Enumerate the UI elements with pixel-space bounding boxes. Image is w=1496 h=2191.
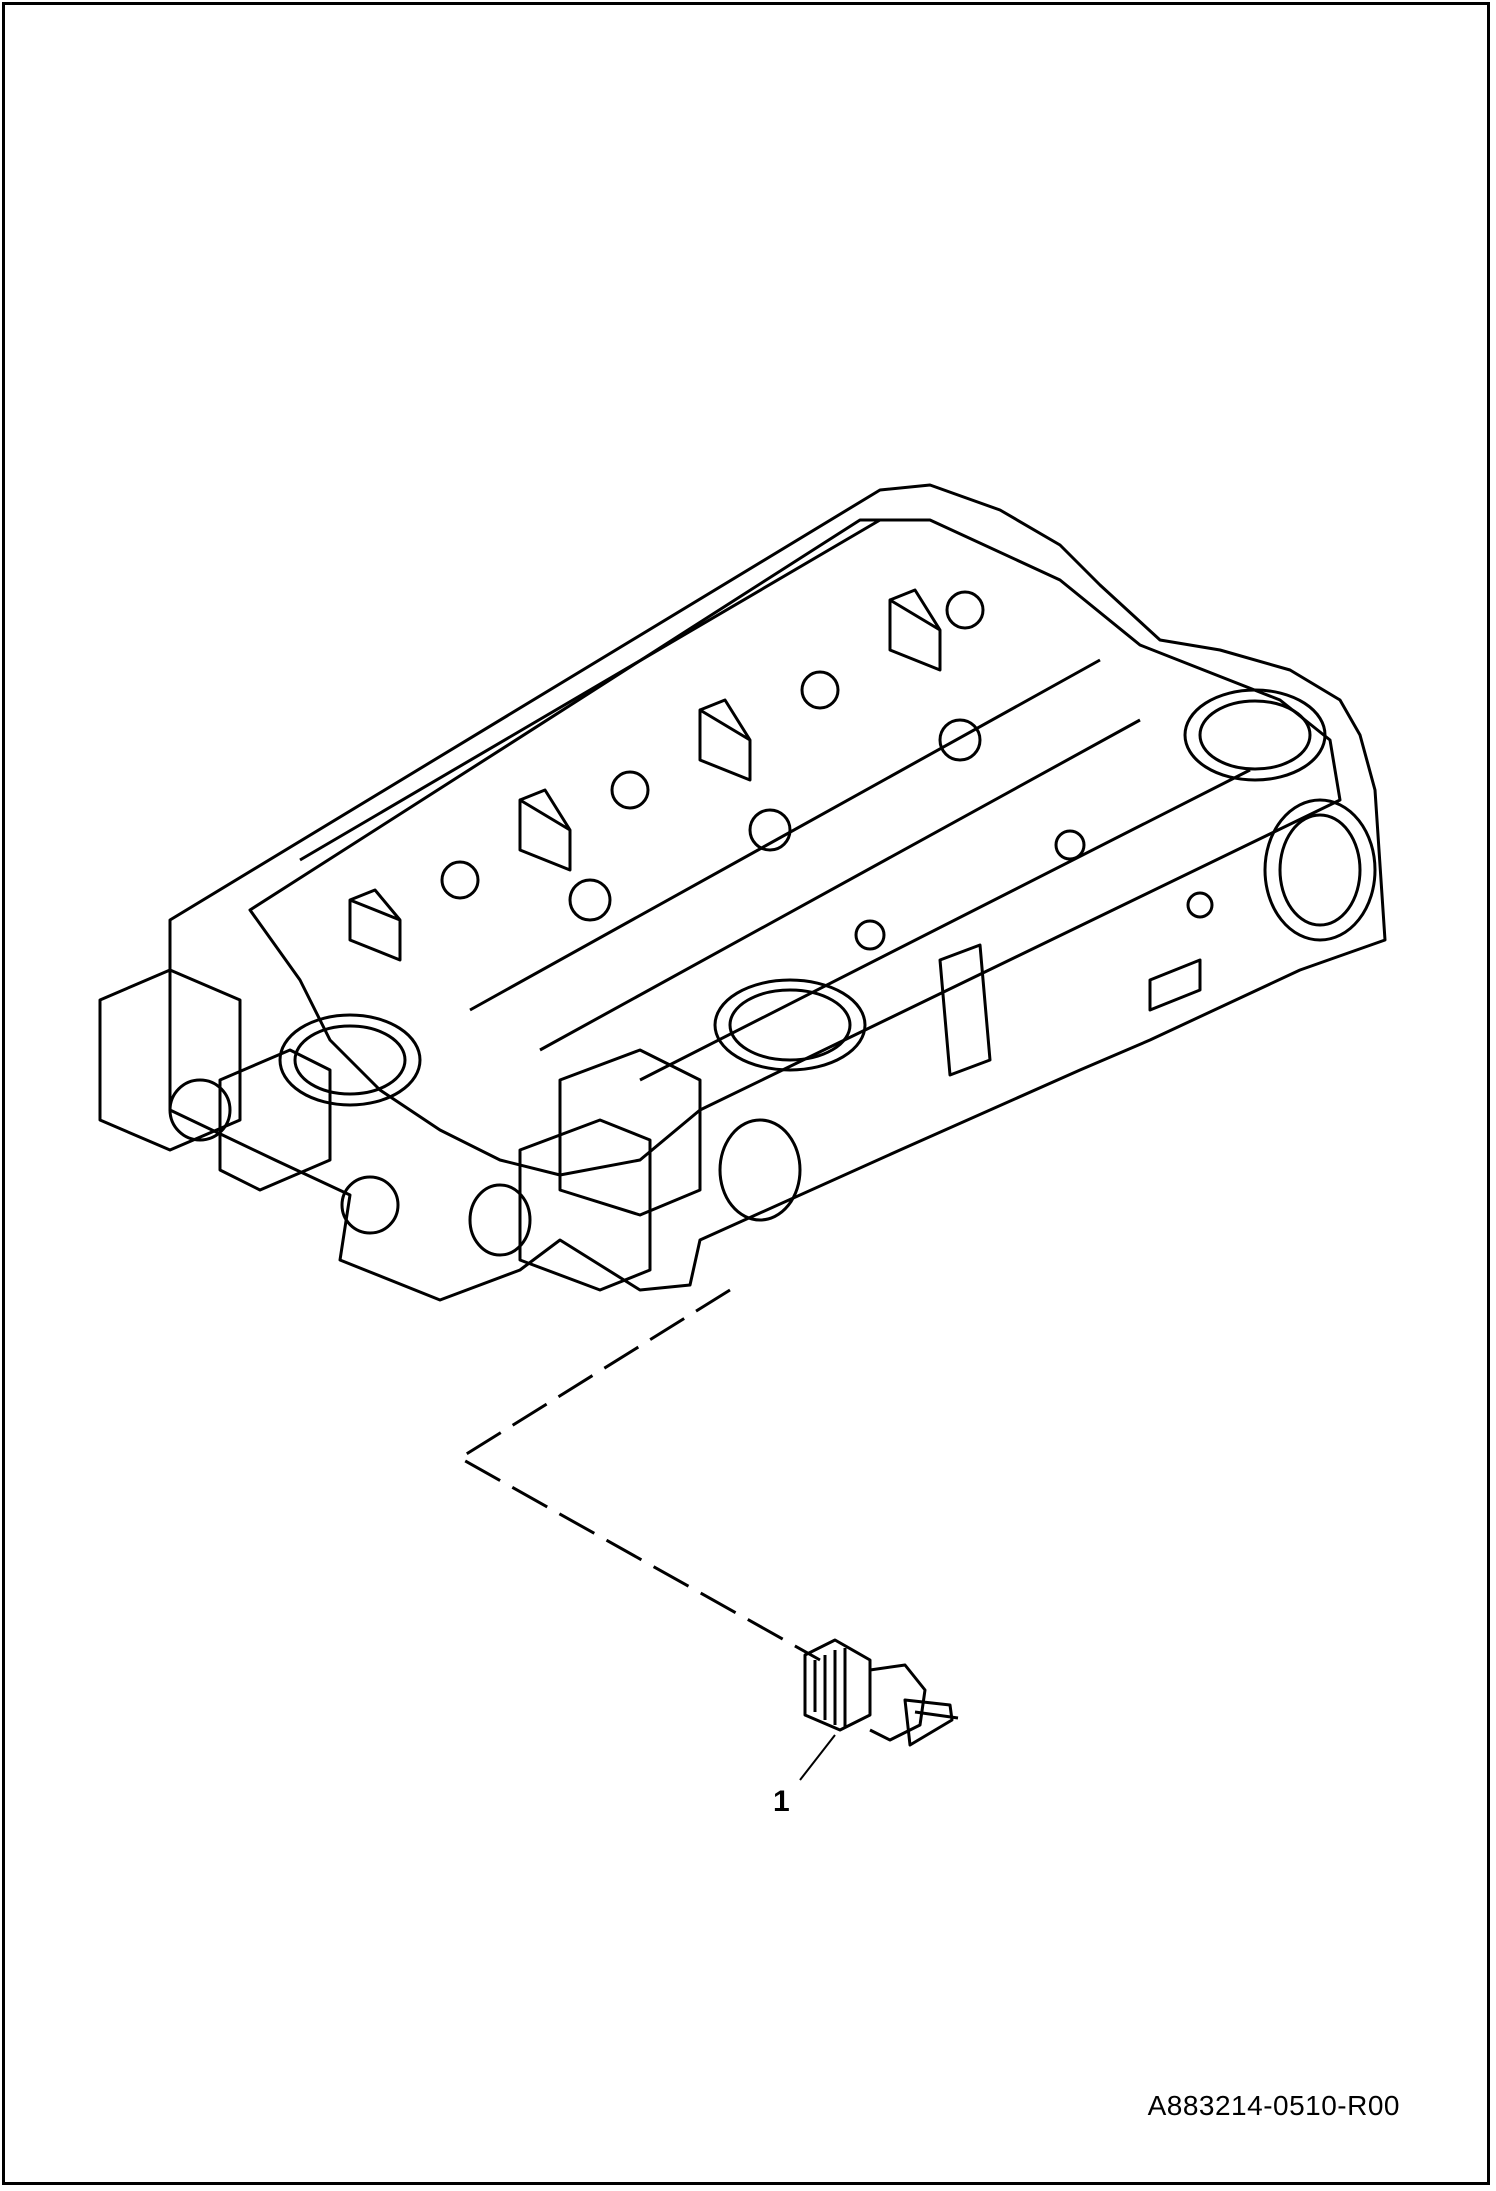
- drawing-id: A883214-0510-R00: [1147, 2090, 1400, 2121]
- callout-number: 1: [773, 1785, 790, 1818]
- leader-line: [457, 1288, 821, 1662]
- cylinder-head-icon: [98, 483, 1387, 1302]
- sensor-icon: [799, 1638, 959, 1781]
